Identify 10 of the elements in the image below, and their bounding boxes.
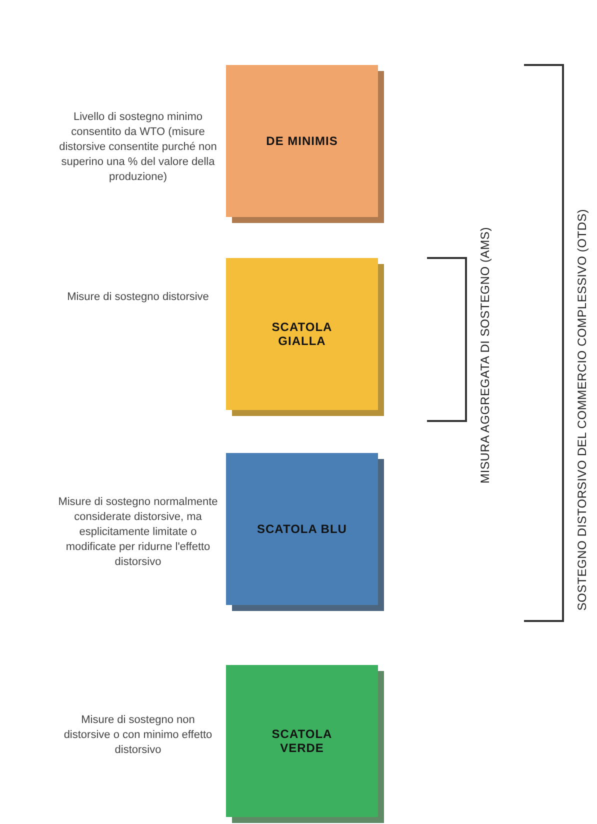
description-text: Misure di sostegno non distorsive o con minimo effetto distorsivo xyxy=(62,713,214,758)
category-box: SCATOLA VERDE xyxy=(226,665,378,817)
category-box: SCATOLA BLU xyxy=(226,453,378,605)
bracket-label: SOSTEGNO DISTORSIVO DEL COMMERCIO COMPLESSIVO (OTDS) xyxy=(575,209,589,611)
description-text: Misure di sostegno normalmente considerate distorsive, ma esplicitamente limitate o modificate per ridurne l'effetto distorsivo xyxy=(58,495,218,570)
description-text: Livello di sostegno minimo consentito da WTO (misure distorsive consentite purché non superino una % del valore della produzione) xyxy=(58,110,218,185)
bracket-label: MISURA AGGREGATA DI SOSTEGNO (AMS) xyxy=(478,227,492,484)
category-box: SCATOLA GIALLA xyxy=(226,258,378,410)
description-text: Misure di sostegno distorsive xyxy=(66,290,210,305)
category-box: DE MINIMIS xyxy=(226,65,378,217)
